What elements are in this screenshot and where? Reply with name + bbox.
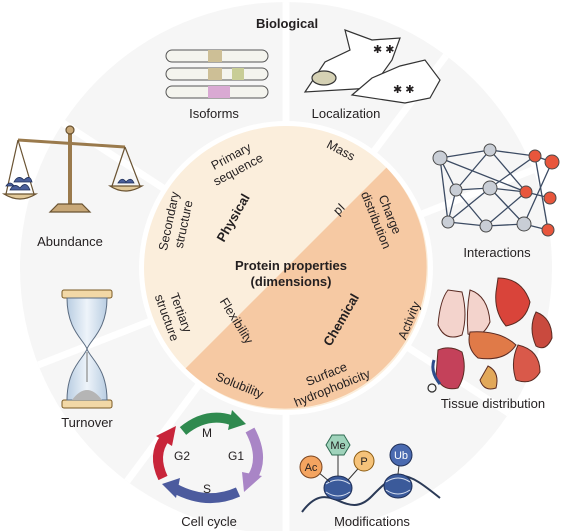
isoform-bar: [165, 67, 269, 81]
svg-text:✱ ✱: ✱ ✱: [373, 44, 395, 56]
network-node: [449, 183, 463, 197]
network-node: [432, 150, 448, 166]
svg-text:Ub: Ub: [394, 450, 408, 462]
cell-cycle-label: Cell cycle: [181, 514, 237, 529]
localization-label: Localization: [312, 106, 381, 121]
cell-cycle-illustration: M G1 G2 S: [153, 410, 263, 504]
ubiquitin-tag: Ub: [389, 443, 413, 467]
svg-text:✱ ✱: ✱ ✱: [393, 84, 415, 96]
network-node: [541, 223, 555, 237]
phase-g1: G1: [228, 449, 244, 463]
chemical-region: [185, 167, 427, 409]
inner-disc: [139, 121, 433, 415]
modifications-illustration: Ac Me P Ub: [299, 434, 441, 513]
biological-heading: Biological: [256, 16, 318, 31]
phospho-tag: P: [353, 450, 375, 472]
network-node: [519, 185, 533, 199]
interactions-network: [432, 143, 560, 237]
network-node: [479, 219, 493, 233]
localization-illustration: ✱ ✱ ✱ ✱: [303, 29, 441, 104]
network-node: [441, 215, 455, 229]
svg-text:P: P: [360, 456, 367, 468]
network-node: [544, 154, 560, 170]
network-node: [516, 216, 532, 232]
network-node: [543, 191, 557, 205]
isoforms-illustration: [165, 49, 269, 99]
interactions-label: Interactions: [463, 245, 531, 260]
phase-s: S: [203, 482, 211, 496]
svg-text:Me: Me: [330, 440, 345, 452]
isoform-bar: [165, 49, 269, 63]
phase-g2: G2: [174, 449, 190, 463]
isoforms-label: Isoforms: [189, 106, 239, 121]
center-title: Protein properties: [235, 258, 347, 273]
phase-m: M: [202, 426, 212, 440]
network-node: [528, 149, 542, 163]
cycle-arrow-g2: [153, 434, 170, 481]
svg-text:Ac: Ac: [305, 462, 318, 474]
cycle-arrow-s: [171, 483, 241, 504]
hourglass-illustration: [61, 289, 113, 409]
network-node: [483, 143, 497, 157]
cycle-arrow-m: [179, 412, 233, 435]
turnover-label: Turnover: [61, 415, 113, 430]
isoform-bar: [165, 85, 269, 99]
tissue-distribution-label: Tissue distribution: [441, 396, 545, 411]
methyl-tag: Me: [325, 434, 351, 456]
tissue-distribution-illustration: [427, 277, 553, 393]
acetyl-tag: Ac: [299, 455, 323, 479]
nucleosome: [323, 475, 353, 501]
modifications-label: Modifications: [334, 514, 410, 529]
center-subtitle: (dimensions): [251, 274, 332, 289]
abundance-label: Abundance: [37, 234, 103, 249]
network-node: [482, 180, 498, 196]
balance-scale-illustration: [1, 125, 145, 213]
nucleosome: [383, 473, 413, 499]
